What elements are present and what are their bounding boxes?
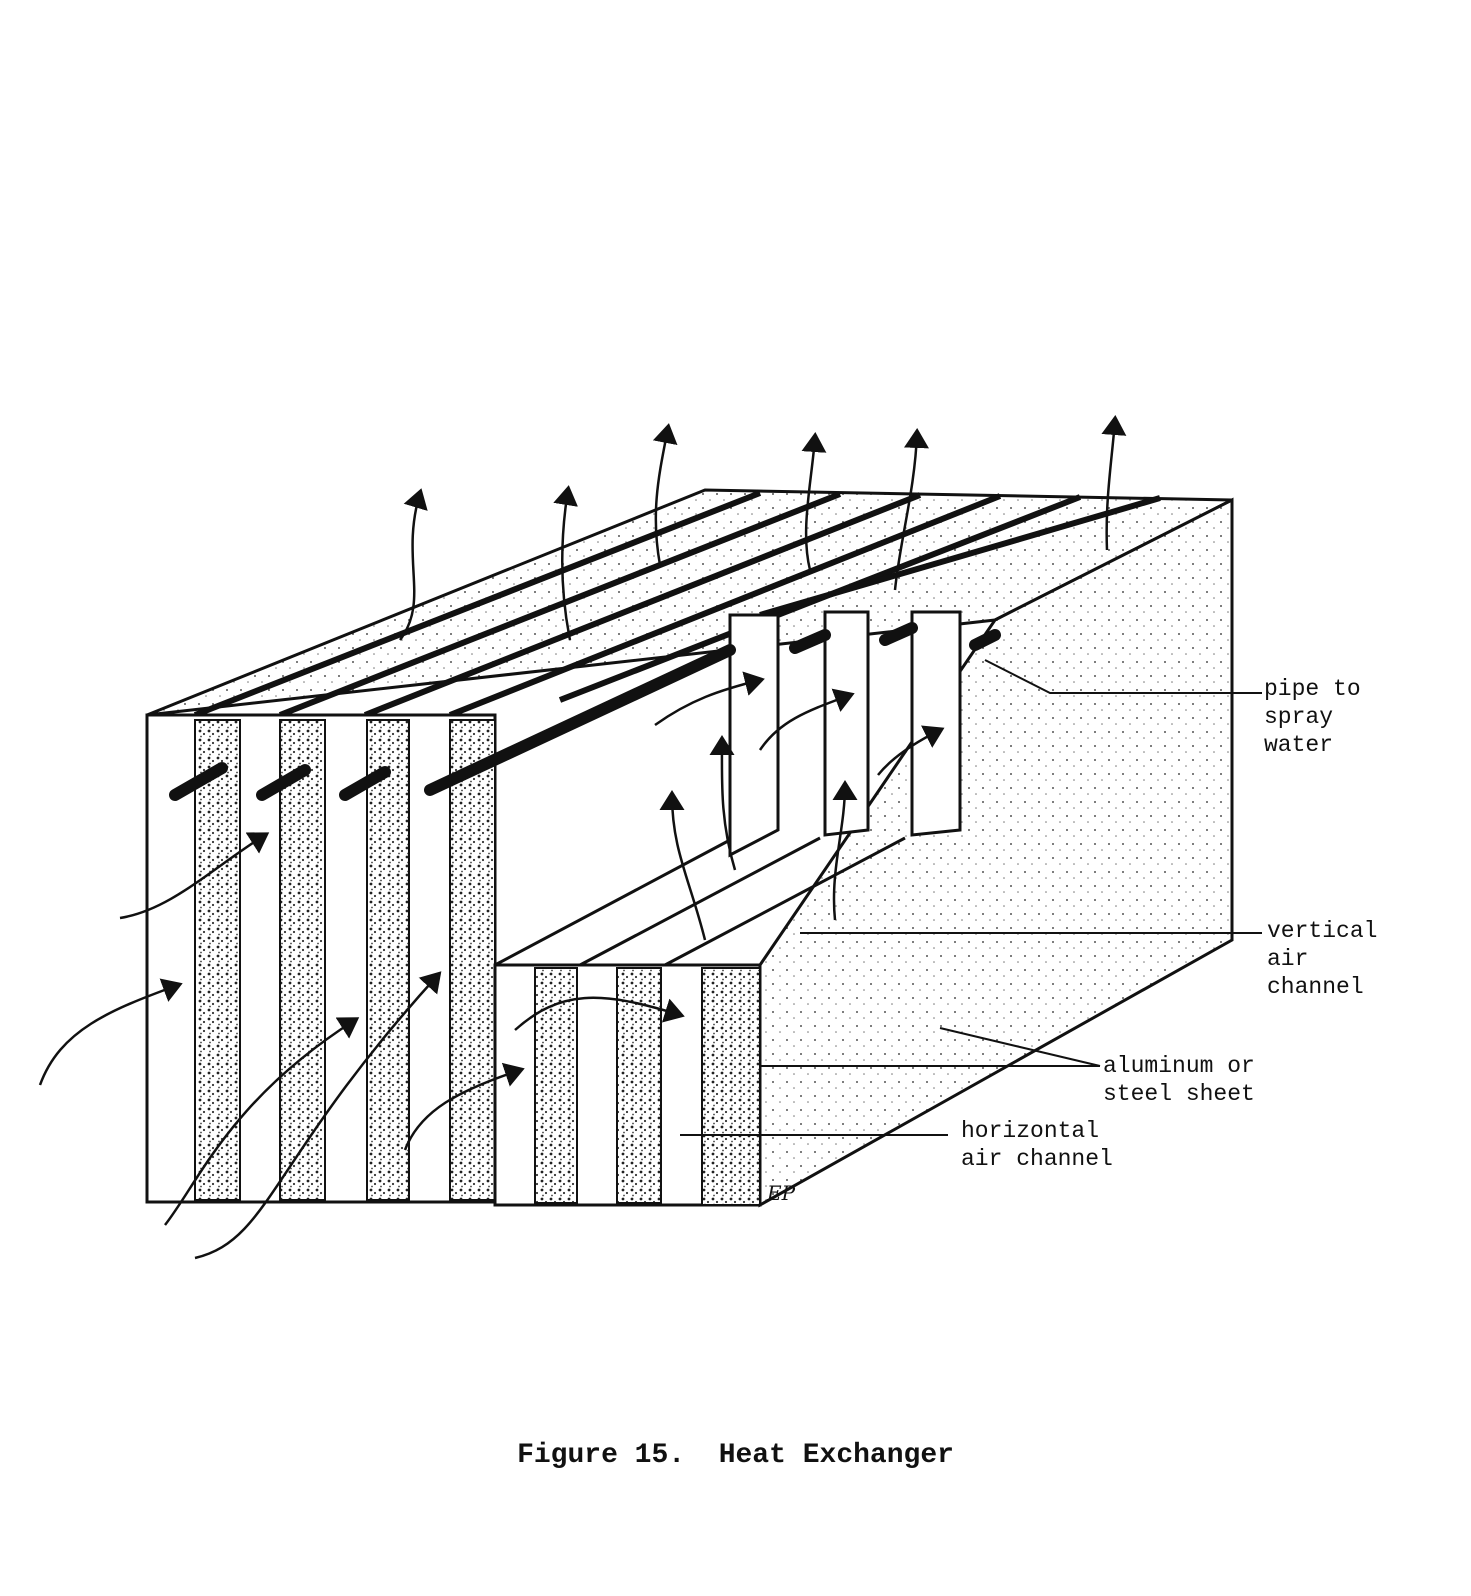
- right-side-sheet: [758, 497, 1234, 1208]
- label-line: spray: [1264, 704, 1334, 730]
- figure-caption: Figure 15. Heat Exchanger: [517, 1440, 954, 1471]
- label-line: horizontal: [961, 1118, 1100, 1144]
- rear-plates: [728, 610, 962, 858]
- label-line: air: [1267, 946, 1309, 972]
- artist-signature: EP: [766, 1181, 796, 1205]
- leader-lines: [680, 659, 1262, 1136]
- top-slats: [193, 490, 1161, 718]
- label-line: aluminum or: [1103, 1053, 1255, 1079]
- label-line: air channel: [961, 1146, 1113, 1172]
- label-line: steel sheet: [1103, 1081, 1255, 1107]
- label-line: pipe to: [1264, 676, 1361, 702]
- label-line: vertical: [1267, 918, 1378, 944]
- label-line: water: [1264, 732, 1334, 758]
- spray-pipes: [169, 622, 1001, 801]
- front-plates: [194, 719, 496, 1201]
- label-line: channel: [1267, 974, 1364, 1000]
- airflow-arrows: [38, 415, 1127, 1260]
